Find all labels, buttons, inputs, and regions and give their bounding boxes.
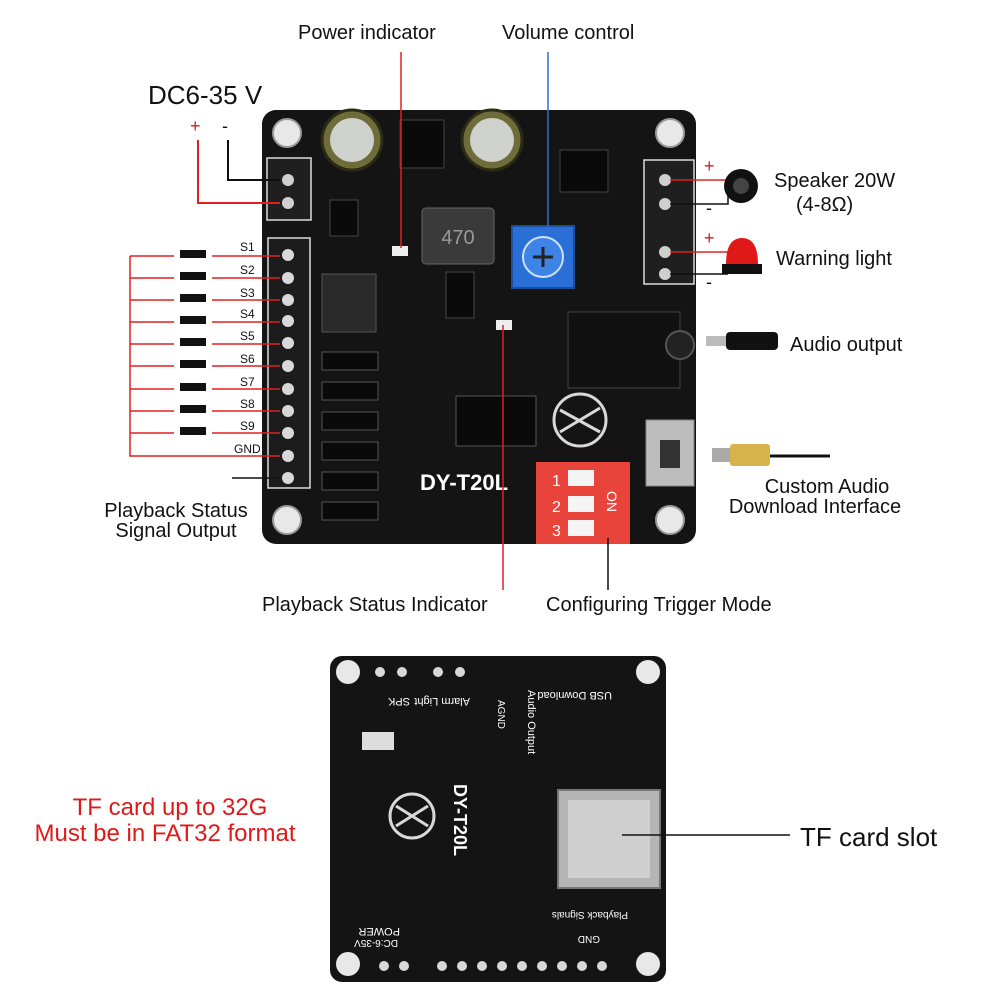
custom-audio-label: Custom Audio bbox=[764, 476, 890, 498]
audio-output-label: Audio output bbox=[790, 334, 903, 356]
pin-label-gnd: GND bbox=[234, 442, 261, 456]
back-board: DY-T20L SPK Alarm Light AGND Audio Outpu… bbox=[330, 656, 666, 982]
dip-number-1: 1 bbox=[552, 473, 561, 490]
trigger-mode-label: Configuring Trigger Mode bbox=[546, 594, 772, 616]
back-silk-agnd: AGND bbox=[495, 700, 506, 729]
pin-label-s5: S5 bbox=[240, 329, 255, 343]
back-silk-alarm: Alarm Light bbox=[414, 695, 470, 707]
pin-label-s9: S9 bbox=[240, 419, 255, 433]
front-wiring bbox=[129, 52, 830, 590]
warning-minus-label: - bbox=[706, 272, 712, 292]
back-silk-spk: SPK bbox=[387, 695, 410, 707]
back-silk-power: POWER bbox=[358, 925, 400, 937]
speaker-minus-label: - bbox=[706, 198, 712, 218]
inductor-label: 470 bbox=[441, 227, 474, 249]
pin-label-s4: S4 bbox=[240, 307, 255, 321]
playback-status-label: Playback Status bbox=[104, 500, 248, 522]
tf-slot-label: TF card slot bbox=[800, 822, 938, 852]
speaker-icon bbox=[724, 169, 758, 203]
download-interface-label: Download Interface bbox=[728, 496, 902, 518]
warning-plus-label: + bbox=[704, 228, 715, 248]
pin-label-s2: S2 bbox=[240, 263, 255, 277]
playback-indicator-label: Playback Status Indicator bbox=[262, 594, 488, 616]
speaker-label: Speaker 20W bbox=[774, 170, 896, 192]
tf-note-line2: Must be in FAT32 format bbox=[34, 820, 296, 847]
front-board: 470 1 bbox=[262, 108, 696, 544]
pin-label-s8: S8 bbox=[240, 397, 255, 411]
dc-input-label: DC6-35 V bbox=[148, 80, 263, 110]
speaker-impedance-label: (4-8Ω) bbox=[796, 194, 854, 216]
warning-light-icon bbox=[722, 238, 762, 274]
warning-light-label: Warning light bbox=[776, 248, 892, 270]
dip-number-2: 2 bbox=[552, 499, 561, 516]
power-indicator-label: Power indicator bbox=[298, 22, 436, 44]
pin-label-s3: S3 bbox=[240, 286, 255, 300]
volume-control-label: Volume control bbox=[502, 22, 635, 44]
back-silk-audio: Audio Output bbox=[525, 690, 537, 754]
dc-minus-label: - bbox=[222, 116, 228, 136]
dip-number-3: 3 bbox=[552, 523, 561, 540]
dip-on-label: ON bbox=[604, 491, 620, 512]
tf-note-line1: TF card up to 32G bbox=[72, 794, 268, 821]
pin-label-s1: S1 bbox=[240, 240, 255, 254]
usb-plug-icon bbox=[712, 444, 770, 466]
speaker-plus-label: + bbox=[704, 156, 715, 176]
audio-plug-icon bbox=[706, 332, 778, 350]
back-silk-signals: Playback Signals bbox=[552, 909, 628, 920]
pin-label-s7: S7 bbox=[240, 375, 255, 389]
back-silk-usb: USB Download bbox=[537, 689, 612, 701]
back-model-label: DY-T20L bbox=[450, 784, 470, 856]
pin-label-s6: S6 bbox=[240, 352, 255, 366]
dc-plus-label: + bbox=[190, 116, 201, 136]
back-silk-gnd: GND bbox=[578, 933, 600, 944]
front-model-label: DY-T20L bbox=[420, 470, 508, 495]
signal-output-label: Signal Output bbox=[115, 520, 237, 542]
back-silk-dc: DC:6-35V bbox=[354, 937, 398, 948]
push-buttons bbox=[180, 250, 206, 435]
